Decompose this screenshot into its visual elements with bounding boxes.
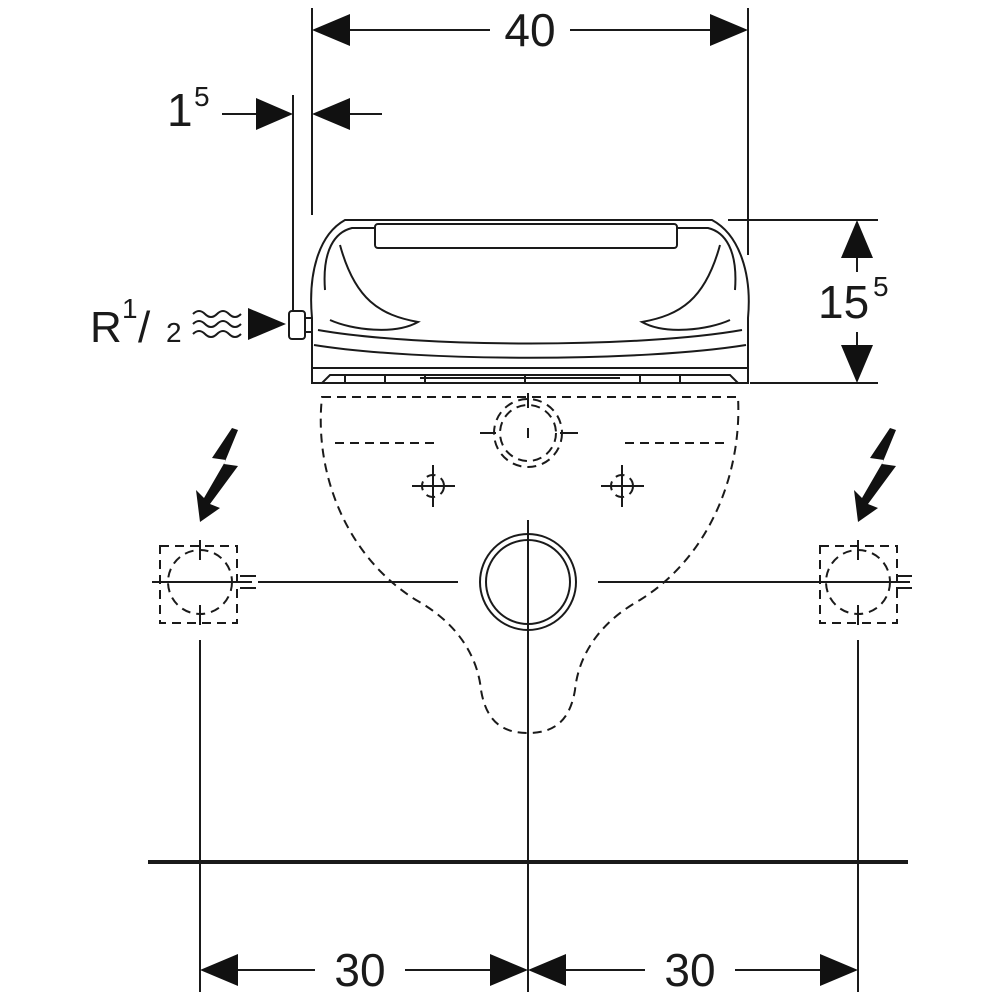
drain-pipe-symbol: [479, 520, 577, 645]
dimension-bottom-right: 30: [528, 944, 858, 996]
water-inlet-arrow: [248, 308, 286, 340]
fixing-point-left: [412, 465, 455, 507]
dimension-side-offset-sup: 5: [194, 81, 210, 112]
thread-main: R: [90, 303, 122, 352]
right-socket: [806, 428, 912, 625]
dimension-bottom-left-label: 30: [334, 944, 385, 996]
dimension-bottom-left: 30: [200, 944, 528, 996]
seat-vents: [344, 375, 681, 383]
water-connection: R 1 / 2: [90, 293, 312, 352]
dimension-height-sup: 5: [873, 271, 889, 302]
dimension-side-offset: 1 5: [167, 81, 382, 318]
seat-control-slot: [374, 223, 678, 249]
seat-outline: [310, 219, 750, 384]
fixing-point-right: [601, 465, 644, 507]
dimension-top-width-label: 40: [504, 4, 555, 56]
thread-denominator: 2: [166, 317, 182, 348]
dimension-top-width: 40: [311, 4, 749, 255]
electric-lightning-icon: [854, 428, 896, 522]
water-wave-icon: [192, 310, 242, 338]
thread-numerator: 1: [122, 293, 138, 324]
dimension-side-offset-label: 1: [167, 84, 193, 136]
left-socket: [152, 428, 256, 625]
dimension-height: 15 5: [728, 219, 889, 384]
dimension-height-label: 15: [818, 276, 869, 328]
bowl-outline: [319, 396, 740, 735]
upper-pipe-symbol: [480, 393, 578, 468]
electric-lightning-icon: [196, 428, 238, 522]
thread-separator: /: [138, 303, 151, 352]
seat-unit: [310, 219, 750, 384]
dimension-bottom-right-label: 30: [664, 944, 715, 996]
inlet-fitting: [288, 310, 306, 340]
